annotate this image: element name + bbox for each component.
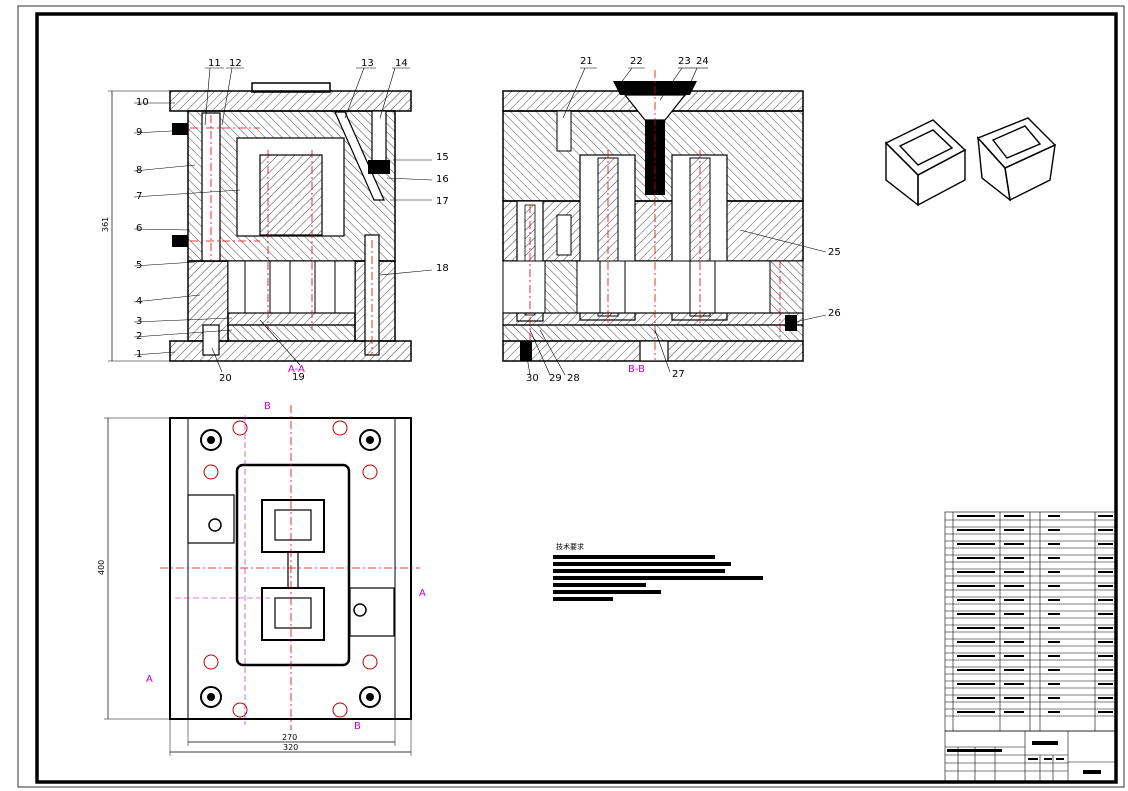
svg-text:19: 19 bbox=[292, 372, 305, 383]
svg-text:12: 12 bbox=[229, 58, 242, 69]
svg-text:9: 9 bbox=[136, 127, 142, 138]
sheet-outer-border bbox=[17, 5, 1125, 788]
sheet-inner-border bbox=[35, 12, 1118, 784]
svg-text:25: 25 bbox=[828, 247, 841, 258]
svg-text:B: B bbox=[354, 721, 361, 732]
svg-text:23: 23 bbox=[678, 56, 691, 67]
plan-view bbox=[104, 405, 420, 756]
svg-text:27: 27 bbox=[672, 369, 685, 380]
svg-text:16: 16 bbox=[436, 174, 449, 185]
svg-text:30: 30 bbox=[526, 373, 539, 384]
svg-text:7: 7 bbox=[136, 191, 142, 202]
svg-text:24: 24 bbox=[696, 56, 709, 67]
bill-of-materials bbox=[944, 511, 1117, 732]
title-block-text-blocks bbox=[947, 741, 1101, 774]
svg-text:B: B bbox=[264, 401, 271, 412]
section-aa-label: A-A bbox=[288, 364, 305, 375]
svg-text:A: A bbox=[146, 674, 153, 685]
svg-text:4: 4 bbox=[136, 296, 142, 307]
svg-text:15: 15 bbox=[436, 152, 449, 163]
tech-note: 技术要求 bbox=[553, 542, 763, 601]
svg-text:11: 11 bbox=[208, 58, 221, 69]
svg-text:13: 13 bbox=[361, 58, 374, 69]
callouts-bb: 21 22 23 24 25 26 27 28 29 30 bbox=[526, 56, 841, 384]
svg-text:1: 1 bbox=[136, 349, 142, 360]
svg-text:2: 2 bbox=[136, 331, 142, 342]
dim-plan-height-label: 400 bbox=[97, 560, 106, 575]
section-bb-label: B-B bbox=[628, 364, 645, 375]
section-markers: B B A A bbox=[146, 401, 426, 732]
svg-text:10: 10 bbox=[136, 97, 149, 108]
bom-text-blocks bbox=[957, 515, 1113, 713]
svg-text:14: 14 bbox=[395, 58, 408, 69]
section-aa-view bbox=[108, 82, 412, 362]
svg-text:5: 5 bbox=[136, 260, 142, 271]
svg-text:A: A bbox=[419, 588, 426, 599]
svg-text:29: 29 bbox=[549, 373, 562, 384]
svg-text:3: 3 bbox=[136, 316, 142, 327]
dim-outer-width-label: 320 bbox=[283, 743, 298, 752]
svg-text:26: 26 bbox=[828, 308, 841, 319]
leaders-aa bbox=[133, 67, 433, 373]
part-isometric-views bbox=[884, 117, 1057, 207]
dim-height-label: 361 bbox=[101, 217, 110, 232]
svg-text:17: 17 bbox=[436, 196, 449, 207]
section-bb-view bbox=[502, 70, 804, 362]
svg-text:8: 8 bbox=[136, 165, 142, 176]
svg-text:18: 18 bbox=[436, 263, 449, 274]
svg-text:28: 28 bbox=[567, 373, 580, 384]
title-block bbox=[944, 730, 1117, 783]
leaders-bb bbox=[524, 67, 827, 376]
svg-text:6: 6 bbox=[136, 223, 142, 234]
svg-text:21: 21 bbox=[580, 56, 593, 67]
callouts-left-aa: 1 2 3 4 5 6 7 8 9 10 11 12 13 14 15 16 1… bbox=[136, 58, 449, 384]
svg-text:22: 22 bbox=[630, 56, 643, 67]
svg-text:技术要求: 技术要求 bbox=[556, 542, 584, 551]
dim-inner-width-label: 270 bbox=[282, 733, 297, 742]
svg-text:20: 20 bbox=[219, 373, 232, 384]
